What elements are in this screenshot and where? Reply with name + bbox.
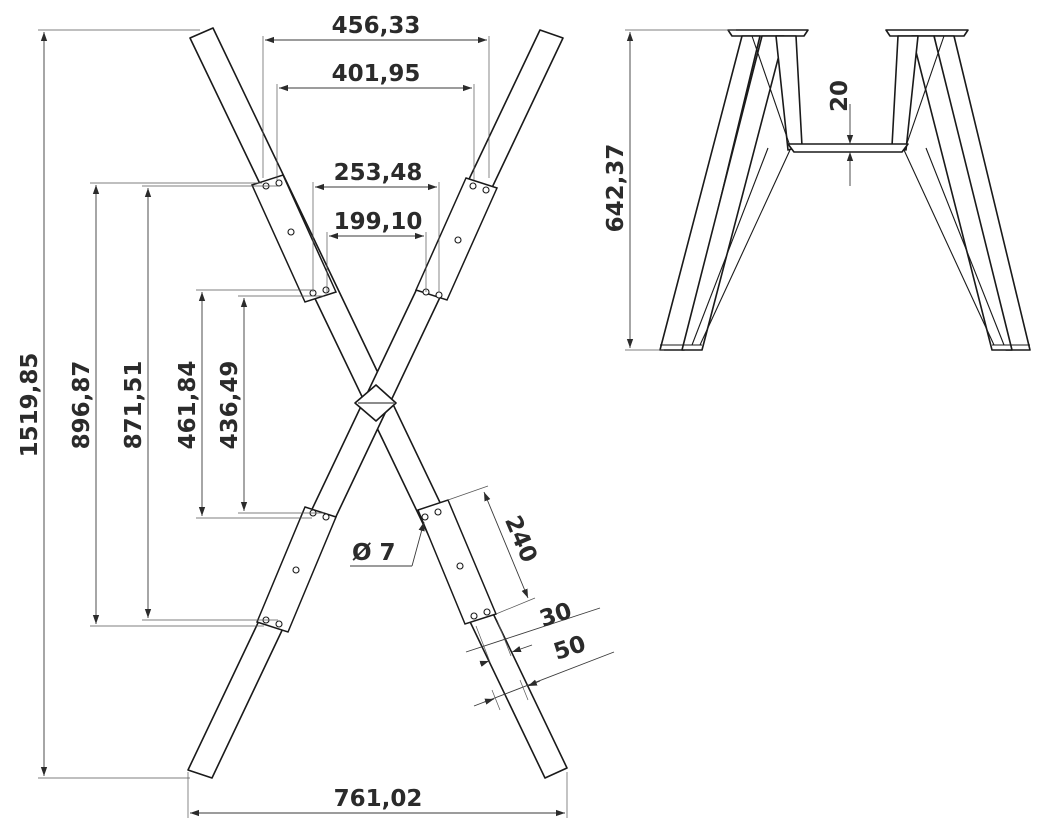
dim-crossbar: 20 — [827, 80, 853, 112]
side-leg-right-brace — [891, 35, 919, 151]
top-plate-right — [885, 29, 969, 37]
dim-hole-outer-height: 461,84 — [175, 361, 201, 450]
dim-tube-width-a: 30 — [537, 598, 575, 633]
dim-plate-length: 240 — [499, 512, 542, 566]
dim-top-outer-width: 456,33 — [332, 13, 421, 39]
front-view: 456,33 401,95 253,48 199,10 761,02 1519,… — [17, 13, 615, 818]
dim-plate-inner-height: 871,51 — [121, 361, 147, 450]
vertical-dimensions — [38, 29, 324, 779]
dim-hole-diameter: Ø 7 — [352, 540, 396, 566]
dim-plate-outer-span: 253,48 — [334, 160, 423, 186]
dim-top-inner-width: 401,95 — [332, 61, 421, 87]
angled-dimensions — [350, 485, 615, 711]
side-view: 642,37 20 — [603, 29, 1031, 351]
dim-plate-outer-height: 896,87 — [69, 361, 95, 450]
dim-hole-inner-height: 436,49 — [217, 361, 243, 450]
dim-tube-width-b: 50 — [551, 631, 589, 666]
mounting-plate-upper-left — [250, 174, 338, 303]
side-leg-left-brace — [775, 35, 803, 151]
dim-plate-inner-span: 199,10 — [334, 209, 423, 235]
side-leg-right-inner — [911, 35, 1013, 351]
dim-side-height: 642,37 — [603, 144, 629, 233]
side-crossbar — [787, 143, 909, 153]
dim-overall-height: 1519,85 — [17, 353, 43, 458]
top-plate-left — [727, 29, 809, 37]
dim-overall-width: 761,02 — [334, 786, 423, 812]
mounting-plate-lower-right — [417, 499, 498, 625]
horizontal-dimensions — [187, 36, 568, 818]
